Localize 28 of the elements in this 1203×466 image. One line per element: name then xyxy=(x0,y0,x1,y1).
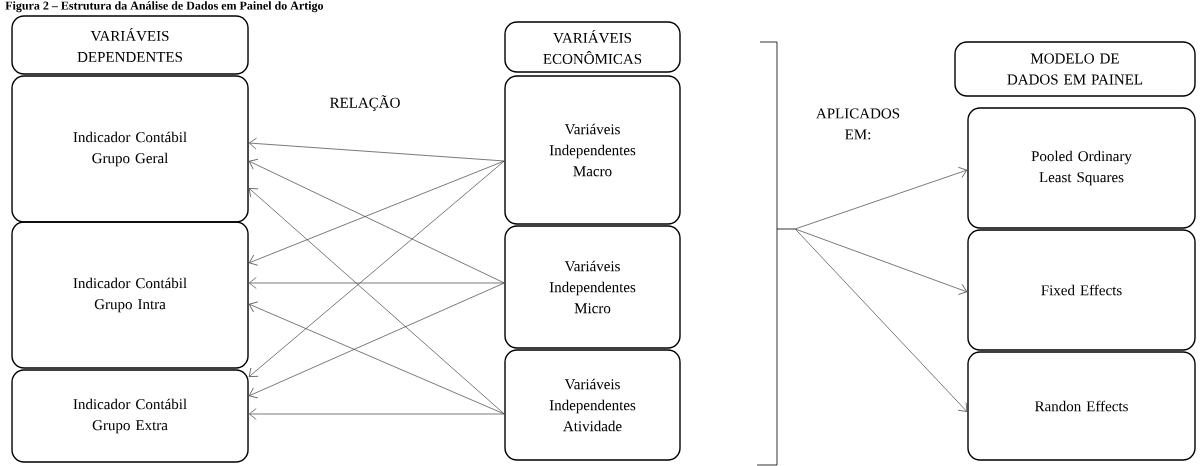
text-label: RELAÇÃO xyxy=(330,95,400,111)
figure-title: Figura 2 – Estrutura da Análise de Dados em Painel do Artigo xyxy=(5,1,324,13)
arrow xyxy=(248,301,505,415)
header-box: MODELO DE DADOS EM PAINEL xyxy=(954,41,1196,97)
rounded-box: Indicador Contábil Grupo Geral xyxy=(11,75,249,223)
arrow xyxy=(248,282,505,399)
arrow xyxy=(794,228,968,295)
arrow xyxy=(794,228,968,412)
rounded-box: Pooled Ordinary Least Squares xyxy=(967,107,1196,229)
text-label: APLICADOS EM: xyxy=(816,108,900,140)
rounded-box: Fixed Effects xyxy=(967,229,1196,351)
rounded-box: Indicador Contábil Grupo Extra xyxy=(11,369,249,463)
rounded-box: Variáveis Independentes Atividade xyxy=(504,349,681,461)
rounded-box: Variáveis Independentes Micro xyxy=(504,225,681,349)
header-box: VARIÁVEIS ECONÔMICAS xyxy=(504,21,681,73)
rounded-box: Indicador Contábil Grupo Intra xyxy=(11,221,249,369)
arrow xyxy=(248,277,505,289)
arrow xyxy=(248,188,505,415)
arrow xyxy=(248,158,505,284)
header-box: VARIÁVEIS DEPENDENTES xyxy=(11,15,249,75)
arrow xyxy=(248,408,505,420)
arrow xyxy=(248,160,505,266)
bracket xyxy=(756,41,796,466)
arrow xyxy=(248,137,505,162)
rounded-box: Variáveis Independentes Macro xyxy=(504,75,681,225)
rounded-box: Randon Effects xyxy=(967,351,1196,461)
arrow xyxy=(248,160,505,377)
arrow xyxy=(794,166,968,230)
